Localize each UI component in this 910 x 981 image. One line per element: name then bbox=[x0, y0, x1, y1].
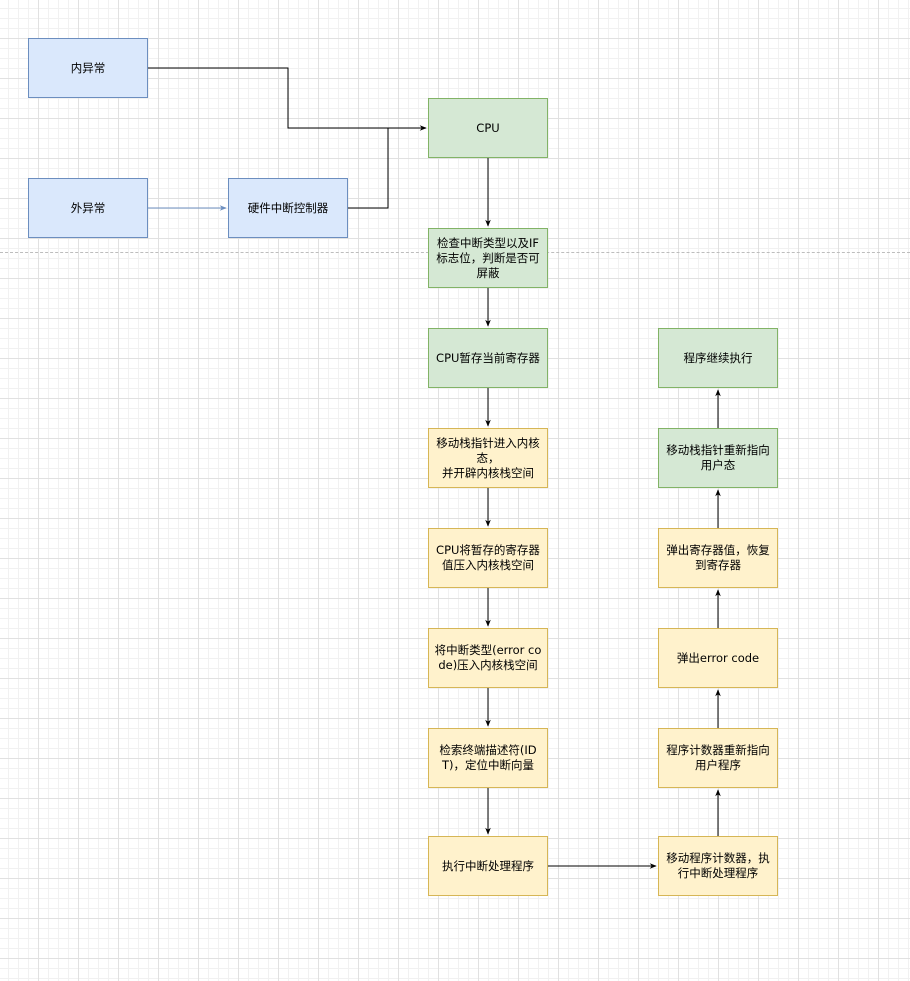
stack-to-user-node[interactable]: 移动栈指针重新指向用户态 bbox=[658, 428, 778, 488]
pop-error-code-node[interactable]: 弹出error code bbox=[658, 628, 778, 688]
push-registers-node[interactable]: CPU将暂存的寄存器值压入内核栈空间 bbox=[428, 528, 548, 588]
hw-interrupt-controller-node[interactable]: 硬件中断控制器 bbox=[228, 178, 348, 238]
edge-internal-to-cpu bbox=[148, 67, 427, 131]
edge-hwctrl-to-cpu bbox=[348, 128, 389, 209]
continue-exec-node[interactable]: 程序继续执行 bbox=[658, 328, 778, 388]
cpu-node[interactable]: CPU bbox=[428, 98, 548, 158]
pop-registers-node[interactable]: 弹出寄存器值，恢复到寄存器 bbox=[658, 528, 778, 588]
save-registers-node[interactable]: CPU暂存当前寄存器 bbox=[428, 328, 548, 388]
lookup-idt-node[interactable]: 检索终端描述符(IDT)，定位中断向量 bbox=[428, 728, 548, 788]
move-stack-kernel-node[interactable]: 移动栈指针进入内核态， 并开辟内核栈空间 bbox=[428, 428, 548, 488]
external-exception-node[interactable]: 外异常 bbox=[28, 178, 148, 238]
pc-to-user-node[interactable]: 程序计数器重新指向用户程序 bbox=[658, 728, 778, 788]
exec-handler-node[interactable]: 执行中断处理程序 bbox=[428, 836, 548, 896]
internal-exception-node[interactable]: 内异常 bbox=[28, 38, 148, 98]
move-pc-handler-node[interactable]: 移动程序计数器，执行中断处理程序 bbox=[658, 836, 778, 896]
push-error-code-node[interactable]: 将中断类型(error code)压入内核栈空间 bbox=[428, 628, 548, 688]
check-interrupt-type-node[interactable]: 检查中断类型以及IF标志位，判断是否可屏蔽 bbox=[428, 228, 548, 288]
